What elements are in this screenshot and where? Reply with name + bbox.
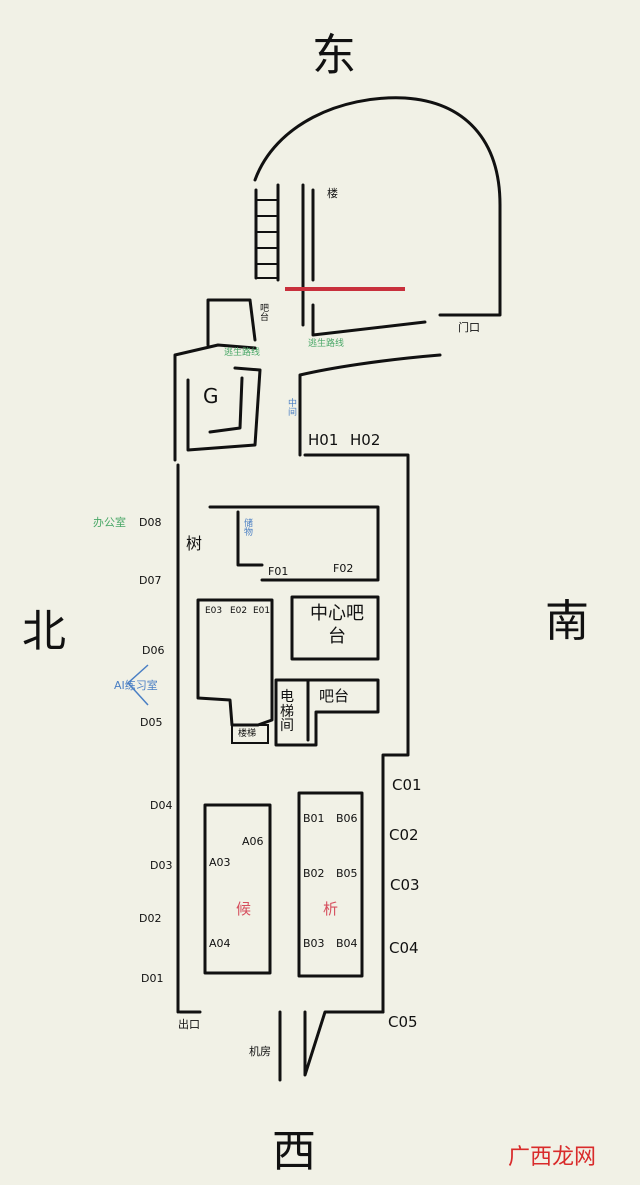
building-label: 楼 xyxy=(327,187,338,200)
waiting-area-label: 候 xyxy=(236,900,252,918)
d05-label: D05 xyxy=(140,716,163,729)
e02-label: E02 xyxy=(230,606,248,616)
a03-label: A03 xyxy=(209,856,231,869)
elevator-label: 电梯间 xyxy=(280,689,294,735)
b05-label: B05 xyxy=(336,867,358,880)
compass-west: 西 xyxy=(272,1126,316,1177)
b01-label: B01 xyxy=(303,812,325,825)
d07-label: D07 xyxy=(139,574,162,587)
ai-room-bracket xyxy=(126,664,149,706)
central-bar-label: 中心吧台 xyxy=(310,603,364,647)
watermark-text: 广西龙网 xyxy=(508,1145,597,1170)
stairs-block xyxy=(231,724,269,744)
room-g-label: G xyxy=(203,384,219,408)
d01-label: D01 xyxy=(141,972,164,985)
a-block xyxy=(203,803,272,975)
escape-route-right-label: 逃生路线 xyxy=(308,339,345,349)
b02-label: B02 xyxy=(303,867,325,880)
e01-label: E01 xyxy=(253,606,271,616)
lower-bar-label: 吧台 xyxy=(319,687,350,705)
b-block xyxy=(297,791,364,978)
tree-label: 树 xyxy=(186,534,203,553)
dome-outline xyxy=(253,96,502,317)
small-bar-label: 吧台 xyxy=(258,303,268,321)
d02-label: D02 xyxy=(139,912,162,925)
f01-label: F01 xyxy=(268,565,289,578)
bar-block xyxy=(206,298,257,347)
ai-room-label: AI练习室 xyxy=(114,679,158,692)
entrance-corridor-wall xyxy=(311,303,427,337)
e-block xyxy=(196,598,274,727)
wall-top-right xyxy=(303,453,410,1014)
staircase-steps xyxy=(255,199,279,279)
c02-label: C02 xyxy=(389,826,419,844)
compass-south: 南 xyxy=(545,596,589,647)
g-room-outline xyxy=(173,343,262,462)
machine-room-label: 机房 xyxy=(249,1045,271,1058)
h02-label: H02 xyxy=(350,431,381,449)
c04-label: C04 xyxy=(389,939,419,957)
analysis-area-label: 析 xyxy=(323,900,339,918)
c03-label: C03 xyxy=(390,876,420,894)
office-label: 办公室 xyxy=(93,516,126,529)
g-room-inner xyxy=(208,376,244,434)
h01-label: H01 xyxy=(308,431,339,449)
west-exit-walls xyxy=(178,1010,385,1082)
central-label: 中间 xyxy=(286,398,296,416)
c05-label: C05 xyxy=(388,1013,418,1031)
d03-label: D03 xyxy=(150,859,173,872)
a04-label: A04 xyxy=(209,937,231,950)
entrance-lower-wall xyxy=(298,353,442,457)
elevator-block xyxy=(274,678,380,747)
a06-label: A06 xyxy=(242,835,264,848)
escape-route-left-label: 逃生路线 xyxy=(224,348,261,358)
central-bar-block xyxy=(290,595,380,661)
storage-label: 储物 xyxy=(242,518,252,536)
b04-label: B04 xyxy=(336,937,358,950)
compass-north: 北 xyxy=(22,606,66,657)
d08-label: D08 xyxy=(139,516,162,529)
b03-label: B03 xyxy=(303,937,325,950)
entrance-label: 门口 xyxy=(458,321,480,334)
b06-label: B06 xyxy=(336,812,358,825)
stairs-label: 楼梯 xyxy=(238,729,257,739)
d06-label: D06 xyxy=(142,644,165,657)
f-block xyxy=(208,505,380,582)
d04-label: D04 xyxy=(150,799,173,812)
exit-label: 出口 xyxy=(178,1018,200,1031)
f02-label: F02 xyxy=(333,562,354,575)
compass-east: 东 xyxy=(312,30,356,81)
c01-label: C01 xyxy=(392,776,422,794)
e03-label: E03 xyxy=(205,606,223,616)
